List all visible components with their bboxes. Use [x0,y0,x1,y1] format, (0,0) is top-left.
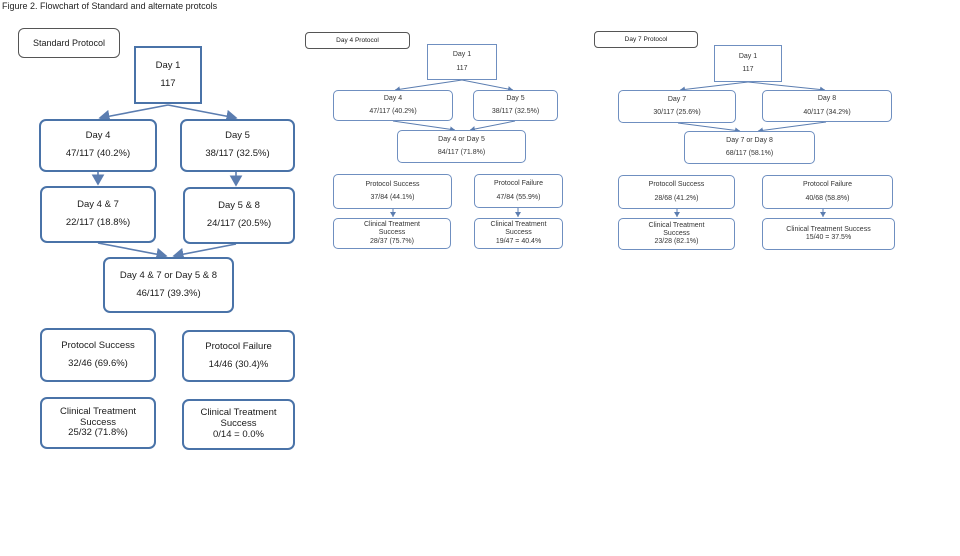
box-line2: Success [220,418,257,430]
day4p-protocol-success-box: Protocol Success 37/84 (44.1%) [333,174,452,209]
box-title: Day 7 [667,95,687,103]
box-title: Protocol Success [61,339,135,351]
box-value: 19/47 = 40.4% [495,237,542,245]
day7p-protocol-failure-box: Protocol Failure 40/68 (58.8%) [762,175,893,209]
standard-day5-box: Day 5 38/117 (32.5%) [180,119,295,172]
day7p-clinical-failure-box: Clinical Treatment Success 15/40 = 37.5% [762,218,895,250]
day4-protocol-label-text: Day 4 Protocol [336,36,379,44]
day7p-day7-box: Day 7 30/117 (25.6%) [618,90,736,123]
box-value: 47/117 (40.2%) [369,108,417,115]
box-value: 38/117 (32.5%) [491,108,540,115]
box-line1: Clinical Treatment [490,221,547,229]
box-value: 30/117 (25.6%) [653,109,701,116]
box-line1: Clinical Treatment [200,407,277,419]
day7p-day8-box: Day 8 40/117 (34.2%) [762,90,892,122]
box-value: 117 [160,77,176,89]
day7p-protocol-success-box: Protocoll Success 28/68 (41.2%) [618,175,735,209]
box-title: Day 4 & 7 [77,199,119,211]
box-title: Protocol Failure [205,340,272,352]
box-value: 40/68 (58.8%) [805,194,850,202]
day4p-day5-box: Day 5 38/117 (32.5%) [473,90,558,121]
box-value: 32/46 (69.6%) [68,357,128,369]
day7-protocol-arrows [674,81,827,217]
box-line1: Clinical Treatment [648,221,705,229]
standard-protocol-failure-box: Protocol Failure 14/46 (30.4)% [182,330,295,382]
box-title: Day 4 [85,130,111,142]
standard-day4-7-box: Day 4 & 7 22/117 (18.8%) [40,186,156,243]
box-line2: Success [663,229,690,237]
standard-day4-box: Day 4 47/117 (40.2%) [39,119,157,172]
box-value: 117 [456,64,468,72]
box-line2: Success [505,229,532,237]
standard-day1-box: Day 1 117 [134,46,202,104]
box-title: Day 4 & 7 or Day 5 & 8 [119,269,218,281]
box-value: 117 [742,66,754,73]
box-title: Protocol Failure [493,180,544,188]
day7-protocol-label-text: Day 7 Protocol [624,35,668,43]
box-value: 46/117 (39.3%) [136,287,201,299]
figure-title: Figure 2. Flowchart of Standard and alte… [2,1,218,11]
box-title: Day 4 or Day 5 [438,135,485,143]
standard-combined-box: Day 4 & 7 or Day 5 & 8 46/117 (39.3%) [103,257,234,313]
box-value: 23/28 (82.1%) [654,238,699,246]
standard-protocol-label-text: Standard Protocol [32,37,106,48]
box-title: Day 1 [155,59,181,71]
box-line1: Clinical Treatment [363,221,421,229]
day4p-combined-box: Day 4 or Day 5 84/117 (71.8%) [397,130,526,163]
standard-protocol-label: Standard Protocol [18,28,120,58]
box-title: Day 5 [506,94,525,102]
standard-protocol-success-box: Protocol Success 32/46 (69.6%) [40,328,156,382]
box-line2: Success [80,416,116,428]
box-value: 15/40 = 37.5% [805,234,852,241]
box-value: 37/84 (44.1%) [370,194,415,201]
day4p-clinical-failure-box: Clinical Treatment Success 19/47 = 40.4% [474,218,563,249]
box-title: Day 1 [738,52,758,60]
box-value: 24/117 (20.5%) [206,218,272,229]
box-title: Protocol Failure [802,181,853,189]
day7p-clinical-success-box: Clinical Treatment Success 23/28 (82.1%) [618,218,735,250]
box-title: Day 5 [225,130,250,142]
day7-protocol-label: Day 7 Protocol [594,31,698,48]
box-value: 28/68 (41.2%) [654,194,699,202]
box-title: Protocol Success [365,180,420,188]
box-title: Day 1 [452,51,472,59]
box-value: 22/117 (18.8%) [65,217,131,228]
box-title: Day 7 or Day 8 [726,136,773,144]
day4p-day1-box: Day 1 117 [427,44,497,80]
standard-clinical-success-box: Clinical Treatment Success 25/32 (71.8%) [40,397,156,449]
box-value: 14/46 (30.4)% [208,358,269,370]
box-title: Day 8 [817,95,837,103]
box-line1: Clinical Treatment Success [786,225,871,233]
standard-clinical-failure-box: Clinical Treatment Success 0/14 = 0.0% [182,399,295,450]
day4p-protocol-failure-box: Protocol Failure 47/84 (55.9%) [474,174,563,208]
box-value: 28/37 (75.7%) [370,237,414,245]
box-value: 68/117 (58.1%) [725,150,774,157]
box-value: 38/117 (32.5%) [205,148,270,159]
day7p-day1-box: Day 1 117 [714,45,782,82]
day7p-combined-box: Day 7 or Day 8 68/117 (58.1%) [684,131,815,164]
box-value: 25/32 (71.8%) [68,427,128,439]
day4-protocol-label: Day 4 Protocol [305,32,410,49]
box-line2: Success [378,229,406,237]
box-title: Day 5 & 8 [218,200,260,212]
box-value: 47/117 (40.2%) [65,148,131,159]
day4p-day4-box: Day 4 47/117 (40.2%) [333,90,453,121]
box-value: 84/117 (71.8%) [437,149,486,156]
day4-protocol-arrows [390,79,521,217]
day4p-clinical-success-box: Clinical Treatment Success 28/37 (75.7%) [333,218,451,249]
box-title: Protocoll Success [648,181,705,189]
standard-arrows [91,104,243,261]
standard-day5-8-box: Day 5 & 8 24/117 (20.5%) [183,187,295,244]
box-title: Day 4 [383,94,403,102]
box-value: 40/117 (34.2%) [803,108,851,116]
box-line1: Clinical Treatment [59,405,137,417]
box-value: 0/14 = 0.0% [213,428,264,440]
box-value: 47/84 (55.9%) [496,193,541,201]
